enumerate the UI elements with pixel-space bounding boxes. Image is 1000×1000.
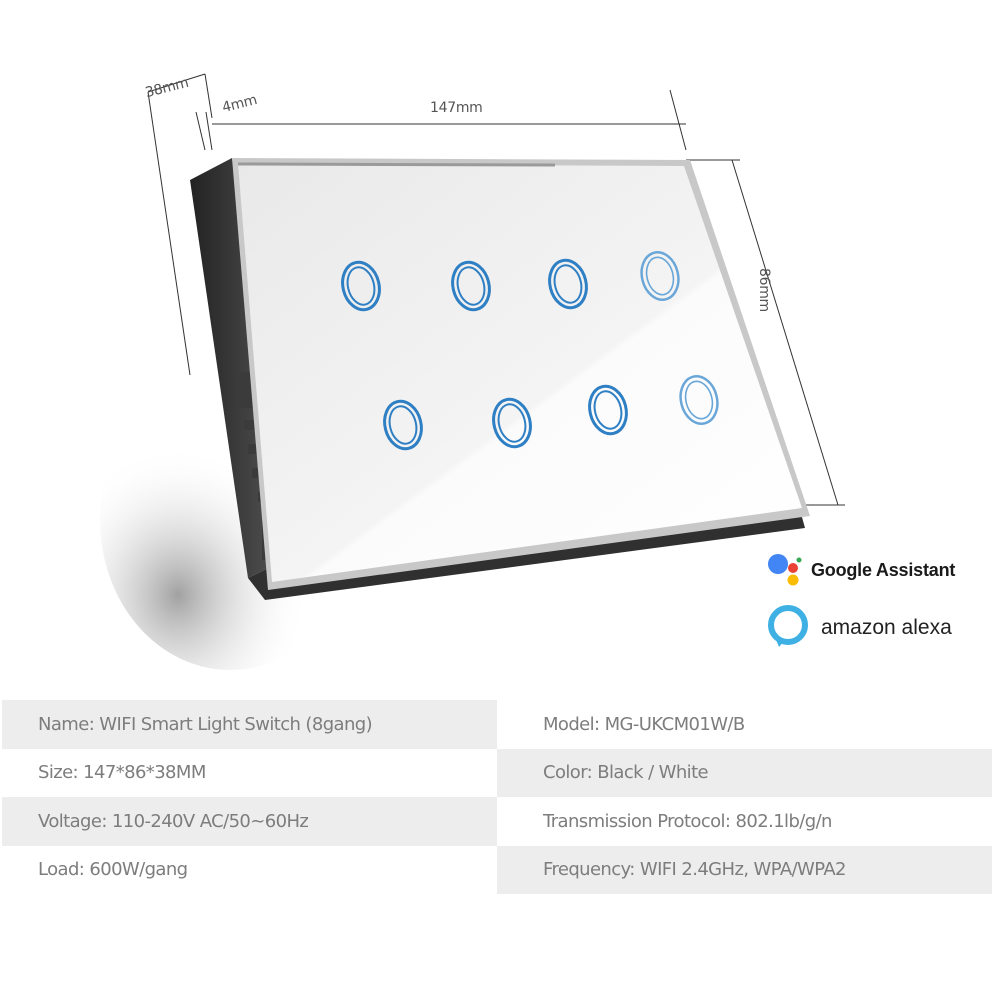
spec-model: Model: MG-UKCM01W/B — [543, 713, 745, 735]
google-assistant-label: Google Assistant — [811, 559, 956, 580]
spec-voltage: Voltage: 110-240V AC/50~60Hz — [2, 797, 497, 846]
amazon-alexa-badge: amazon alexa — [765, 604, 1000, 650]
spec-size: Size: 147*86*38MM — [38, 762, 206, 784]
width-dimension-label: 147mm — [430, 100, 483, 116]
spec-transmission-protocol: Transmission Protocol: 802.1lb/g/n — [543, 810, 832, 832]
height-dimension-label: 86mm — [756, 268, 772, 312]
switch-illustration — [100, 73, 845, 670]
spec-load: Load: 600W/gang — [38, 859, 188, 881]
voice-assistant-badges: Google Assistant amazon alexa — [765, 548, 1000, 664]
amazon-alexa-label: amazon alexa — [821, 616, 952, 639]
spec-name: Name: WIFI Smart Light Switch (8gang) — [2, 700, 497, 749]
google-assistant-badge: Google Assistant — [765, 548, 1000, 592]
alexa-ring-icon — [765, 603, 811, 654]
spec-color: Color: Black / White — [497, 748, 992, 797]
spec-frequency: Frequency: WIFI 2.4GHz, WPA/WPA2 — [497, 845, 992, 894]
google-assistant-icon — [765, 548, 805, 593]
product-image: 38mm 4mm 147mm 86mm — [100, 73, 845, 670]
touch-buttons — [341, 251, 719, 451]
dimension-lines — [147, 73, 845, 506]
specifications-table: Name: WIFI Smart Light Switch (8gang) Mo… — [2, 700, 992, 894]
